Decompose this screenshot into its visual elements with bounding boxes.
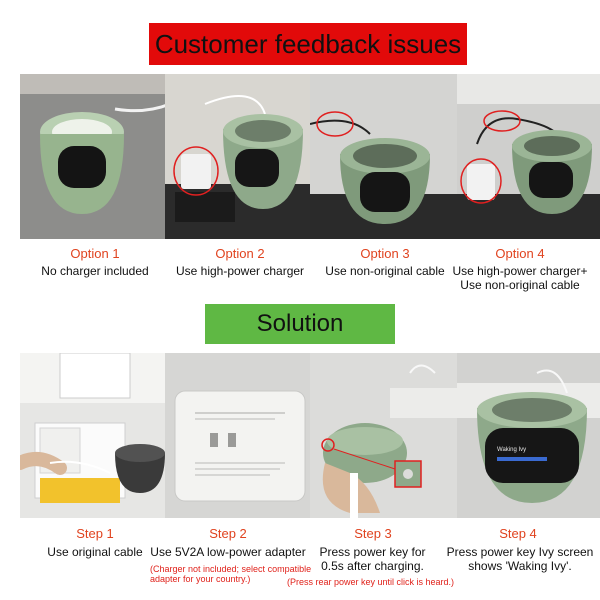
step-2-text: Use 5V2A low-power adapter [150, 545, 306, 559]
step-3-text-line2: 0.5s after charging. [321, 559, 424, 573]
waking-ivy-screen-image: Waking Ivy [457, 353, 600, 518]
step-4-label: Step 4 [499, 526, 537, 541]
option-1-photo [20, 74, 170, 239]
solution-banner: Solution [205, 304, 395, 344]
high-power-charger-image [165, 74, 315, 239]
step-3-label: Step 3 [354, 526, 392, 541]
step-1-label: Step 1 [76, 526, 114, 541]
device-on-desk-image [20, 74, 170, 239]
step-2-note-line1: (Charger not included; select compatible [150, 564, 312, 574]
option-3-photo [310, 74, 460, 239]
solution-title: Solution [256, 310, 344, 337]
option-1-label: Option 1 [70, 246, 120, 261]
step-2-label: Step 2 [209, 526, 247, 541]
step-2-note-line2: adapter for your country.) [150, 574, 251, 584]
option-2-photo [165, 74, 315, 239]
option-1-text: No charger included [41, 264, 149, 278]
option-4-photo [457, 74, 600, 239]
low-power-adapter-image [165, 353, 315, 518]
option-2-text: Use high-power charger [175, 264, 305, 278]
option-4-label: Option 4 [495, 246, 545, 261]
step-3-text-line1: Press power key for [319, 545, 426, 559]
step-1-text: Use original cable [47, 545, 143, 559]
step-1-photo [20, 353, 170, 518]
device-screen-text: Waking Ivy [497, 447, 526, 453]
option-3-text: Use non-original cable [325, 264, 445, 278]
original-cable-box-image [20, 353, 170, 518]
step-4-text-line1: Press power key Ivy screen [446, 545, 594, 559]
step-3-note: (Press rear power key until click is hea… [287, 577, 455, 587]
non-original-cable-image [310, 74, 460, 239]
step-3-photo [310, 353, 460, 518]
step-4-photo: Waking Ivy [457, 353, 600, 518]
option-3-label: Option 3 [360, 246, 410, 261]
option-2-label: Option 2 [215, 246, 265, 261]
option-4-text-line1: Use high-power charger+ [452, 264, 588, 278]
press-power-key-image [310, 353, 460, 518]
high-power-charger-and-cable-image [457, 74, 600, 239]
feedback-issues-banner: Customer feedback issues [149, 23, 467, 65]
step-4-text-line2: shows 'Waking Ivy'. [468, 559, 572, 573]
feedback-issues-title: Customer feedback issues [154, 28, 462, 59]
step-2-photo [165, 353, 315, 518]
option-4-text-line2: Use non-original cable [460, 278, 580, 292]
